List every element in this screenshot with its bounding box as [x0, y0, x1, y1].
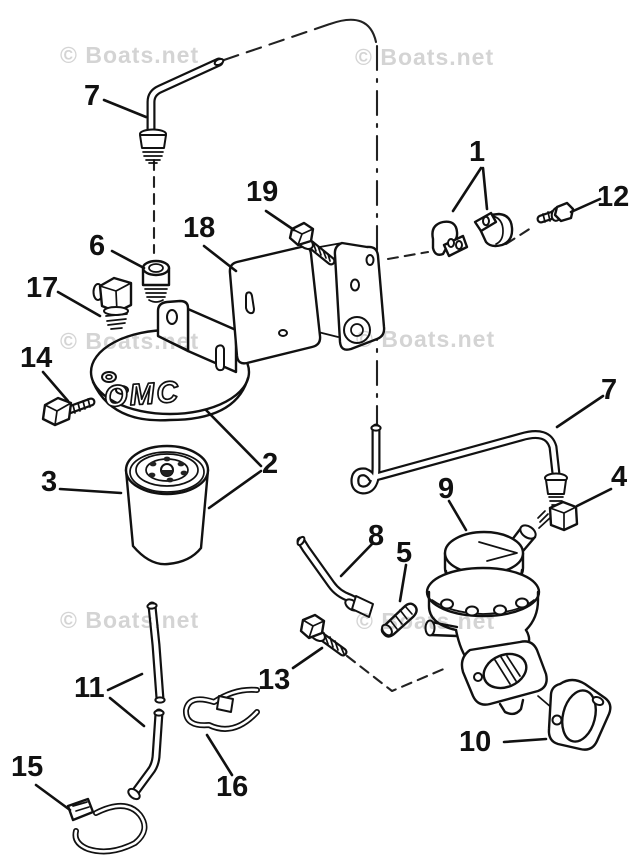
- callout-15: 15: [11, 751, 44, 783]
- part-1-clamps: [431, 211, 514, 258]
- part-7-fuel-line-right: [350, 423, 568, 506]
- watermark-bottom-left: © Boats.net: [60, 607, 200, 633]
- part-13-screw: [299, 613, 348, 657]
- callout-10: 10: [459, 726, 492, 758]
- filter-head-logo: OMC: [103, 376, 181, 414]
- part-3-fuel-filter: [124, 444, 210, 566]
- callout-19: 19: [246, 176, 279, 208]
- callout-1: 1: [469, 136, 486, 168]
- callout-7-right: 7: [601, 374, 618, 406]
- callout-7-top: 7: [84, 80, 101, 112]
- callout-2: 2: [262, 448, 279, 480]
- watermark-bottom-right: © Boats.net: [356, 608, 496, 634]
- part-7-fuel-line-top: [139, 57, 225, 164]
- callout-14: 14: [20, 342, 53, 374]
- watermark-top-left: © Boats.net: [60, 42, 200, 68]
- callout-18: 18: [183, 212, 216, 244]
- part-5-connector: [380, 602, 418, 638]
- part-10-gasket: [547, 678, 612, 751]
- part-8-fuel-line: [296, 535, 374, 618]
- callout-16: 16: [216, 771, 249, 803]
- callout-17: 17: [26, 272, 59, 304]
- part-9-fuel-pump: [424, 524, 553, 716]
- part-17-elbow-fitting: [92, 276, 133, 330]
- callout-13: 13: [258, 664, 291, 696]
- part-11-hoses: [127, 601, 166, 801]
- part-14-screw: [41, 396, 96, 427]
- callout-8: 8: [368, 520, 385, 552]
- part-6-fitting: [141, 259, 171, 303]
- part-2-filter-head: OMC: [89, 299, 251, 422]
- routing-dashed-lines: [152, 18, 533, 693]
- callout-4: 4: [611, 461, 628, 493]
- part-18-bracket: [228, 241, 386, 365]
- part-19-screw: [288, 221, 336, 266]
- watermark-middle-right: © Boats.net: [356, 326, 496, 352]
- part-4-fitting: [537, 500, 579, 532]
- part-15-clamp: [66, 797, 148, 855]
- part-16-tie: [183, 686, 260, 732]
- callout-5: 5: [396, 537, 413, 569]
- callout-12: 12: [597, 181, 630, 213]
- callout-3: 3: [41, 466, 58, 498]
- callout-6: 6: [89, 230, 106, 262]
- callout-leader-lines: [34, 98, 613, 812]
- watermark-top-right: © Boats.net: [355, 44, 495, 70]
- watermark-middle-left: © Boats.net: [60, 328, 200, 354]
- callout-11: 11: [74, 672, 105, 704]
- part-12-screw: [536, 201, 575, 224]
- callout-9: 9: [438, 473, 455, 505]
